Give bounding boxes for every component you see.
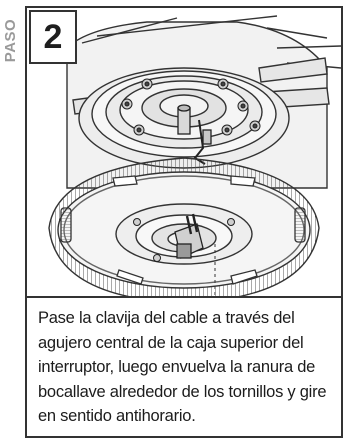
step-panel: 2 [25, 6, 343, 438]
plate-screws [133, 218, 235, 262]
paso-label-text: PASO [2, 18, 20, 62]
keyhole-slots [60, 175, 306, 285]
step-number-box: 2 [29, 10, 77, 64]
step-number: 2 [43, 17, 63, 56]
fan-mounting-illustration [48, 15, 341, 298]
instruction-caption: Pase la clavija del cable a través del a… [27, 296, 341, 436]
paso-label: PASO [2, 14, 20, 66]
cable-plug [174, 213, 204, 259]
instruction-text: Pase la clavija del cable a través del a… [38, 309, 327, 425]
housing-screws [121, 78, 261, 136]
